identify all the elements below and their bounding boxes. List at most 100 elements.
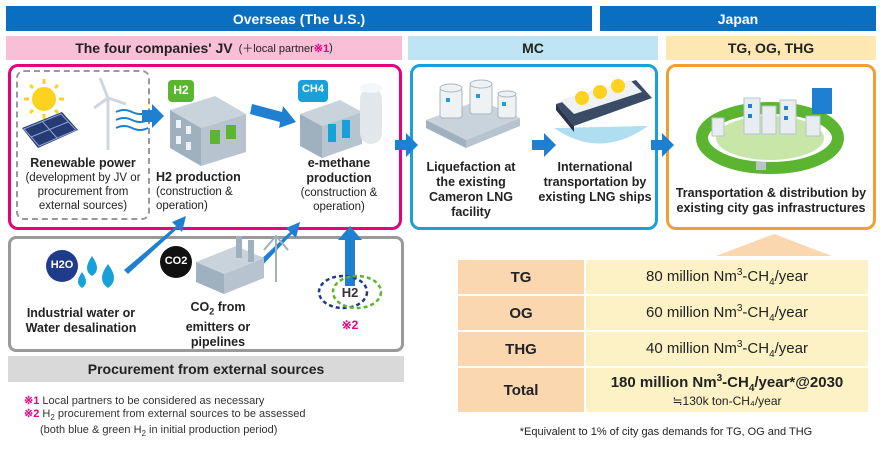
note-2-sub: 2 <box>50 413 55 423</box>
notes: ※1 Local partners to be considered as ne… <box>24 395 404 440</box>
h2-production-detail: (construction & operation) <box>156 186 233 212</box>
company-cell: TG <box>456 258 586 296</box>
table-footnote: *Equivalent to 1% of city gas demands fo… <box>519 426 813 438</box>
volume-value-text: 40 million Nm3-CH4/year <box>586 339 868 360</box>
emethane-label: e-methane production (construction & ope… <box>280 156 398 214</box>
note-3: (both blue & green H2 in initial product… <box>24 424 404 440</box>
volume-value: 60 million Nm3-CH4/year <box>584 294 870 332</box>
arrow-h2-up <box>338 226 362 286</box>
solar-panel-icon <box>22 112 78 148</box>
volume-value-text: 80 million Nm3-CH4/year <box>586 267 868 288</box>
japan-header: Japan <box>600 6 876 31</box>
note-2-mark: ※2 <box>24 408 40 420</box>
volume-post: /year <box>774 267 808 285</box>
h2-external-label: H2 <box>341 285 359 300</box>
jv-partner: (＋local partner <box>238 43 314 55</box>
tg-subheader: TG, OG, THG <box>666 36 876 60</box>
jv-subheader: The four companies' JV (＋local partner ※… <box>6 36 402 60</box>
volume-value: 180 million Nm3-CH4/year*@2030≒130k ton-… <box>584 366 870 414</box>
company-cell: OG <box>456 294 586 332</box>
note-3-post: in initial production period) <box>145 424 278 437</box>
renewable-dashed-box <box>16 70 150 220</box>
volume-mid: -CH <box>722 373 749 391</box>
note-2-pre: H <box>42 408 51 420</box>
wind-turbine-icon <box>93 77 149 150</box>
emethane-title: e-methane production <box>306 156 372 185</box>
h2o-badge-label: H2O <box>50 259 74 271</box>
arrow-h2-to-emethane <box>250 104 296 128</box>
water-label: Industrial water or Water desalination <box>25 306 137 335</box>
volume-value: 80 million Nm3-CH4/year <box>584 258 870 296</box>
note-1-text: Local partners to be considered as neces… <box>42 395 265 407</box>
co2-label-post: from emitters or pipelines <box>185 300 251 349</box>
transport-label: International transportation by existing… <box>538 160 652 204</box>
up-triangle-icon <box>716 234 832 256</box>
arrow-jv-to-mc <box>395 133 418 157</box>
note-1: ※1 Local partners to be considered as ne… <box>24 395 404 408</box>
volume-mid: -CH <box>742 339 770 357</box>
volume-sup: 3 <box>736 266 743 278</box>
emethane-detail: (construction & operation) <box>300 187 378 213</box>
arrow-water-to-h2 <box>124 216 186 274</box>
h2-external-mark: ※2 <box>341 318 359 332</box>
volume-mid: -CH <box>742 267 770 285</box>
ch4-badge-label: CH4 <box>301 83 324 95</box>
liquefaction-label: Liquefaction at the existing Cameron LNG… <box>426 160 516 219</box>
co2-label: CO2 from emitters or pipelines <box>176 300 260 350</box>
h2-badge-label: H2 <box>173 83 189 97</box>
volume-pre: 60 million Nm <box>645 303 737 321</box>
volume-post: /year <box>774 303 808 321</box>
total-approx: ≒130k ton-CH₄/year <box>672 393 782 408</box>
volume-sub: 4 <box>769 312 775 324</box>
co2-label-pre: CO <box>190 300 210 314</box>
note-3-sub: 2 <box>141 429 146 439</box>
volume-value-text: 180 million Nm3-CH4/year*@2030 <box>586 373 868 394</box>
emitter-factory-icon <box>196 234 289 294</box>
volume-sup: 3 <box>716 372 723 384</box>
h2o-badge-icon <box>46 250 78 282</box>
h2-badge-icon <box>168 80 194 102</box>
volume-sup: 3 <box>736 338 743 350</box>
h2-plant-icon <box>170 96 246 166</box>
renewable-detail: (development by JV or procurement from e… <box>25 172 141 212</box>
jv-partner-close: ) <box>329 42 333 54</box>
volume-pre: 80 million Nm <box>645 267 737 285</box>
emethane-plant-icon <box>300 83 382 158</box>
volume-sub: 4 <box>769 348 775 360</box>
mc-subheader: MC <box>408 36 658 60</box>
volume-pre: 180 million Nm <box>610 373 717 391</box>
arrow-lng-to-ship <box>532 133 556 157</box>
h2-production-title: H2 production <box>156 170 241 184</box>
procurement-footer: Procurement from external sources <box>8 356 404 382</box>
volume-sub: 4 <box>769 276 775 288</box>
renewable-label: Renewable power (development by JV or pr… <box>18 156 148 213</box>
note-2: ※2 H2 procurement from external sources … <box>24 408 404 424</box>
volume-sup: 3 <box>736 302 743 314</box>
volume-post: /year*@2030 <box>754 373 844 391</box>
note-1-mark: ※1 <box>24 395 40 407</box>
h2-external-icon <box>317 274 383 310</box>
sun-icon <box>24 79 64 119</box>
co2-label-sub: 2 <box>209 306 215 317</box>
city-ring-icon <box>696 88 844 174</box>
renewable-title: Renewable power <box>30 156 136 170</box>
volume-post: /year <box>774 339 808 357</box>
lng-facility-icon <box>426 79 520 148</box>
co2-badge-label: CO2 <box>164 255 188 267</box>
arrow-renewable-to-h2 <box>142 104 164 128</box>
note-2-post: procurement from external sources to be … <box>54 408 306 420</box>
lng-ship-icon <box>554 79 652 144</box>
ch4-badge-icon <box>298 80 328 102</box>
h2-production-label: H2 production (construction & operation) <box>156 170 256 213</box>
volume-sub: 4 <box>748 382 755 394</box>
water-drops-icon <box>78 256 114 288</box>
note-3-pre: (both blue & green H <box>40 424 142 437</box>
volume-value: 40 million Nm3-CH4/year <box>584 330 870 368</box>
